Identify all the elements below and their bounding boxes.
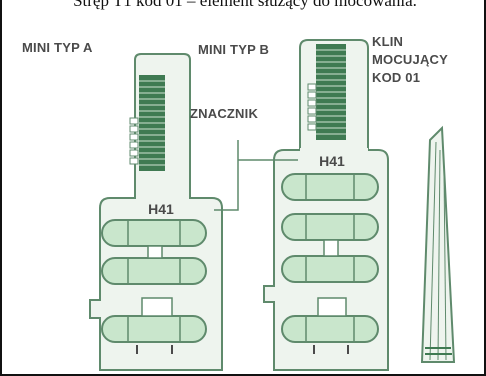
mini-a-pad-3 <box>101 315 207 343</box>
figure-caption: Stręp T1 kod 01 – element służący do moc… <box>73 0 417 10</box>
label-klin-line-1: KLIN <box>372 34 404 49</box>
label-mini-typ-a: MINI TYP A <box>22 40 93 55</box>
klin-mocujacy-wedge <box>420 125 456 363</box>
mini-typ-b-part: H41 <box>263 39 389 371</box>
label-znacznik: ZNACZNIK <box>190 106 259 121</box>
label-mini-typ-b: MINI TYP B <box>198 42 270 57</box>
mini-typ-a-part: H41 <box>89 53 223 371</box>
mini-b-pad-1 <box>281 173 379 201</box>
label-klin-line-2: MOCUJĄCY <box>372 52 448 67</box>
mini-a-code: H41 <box>148 201 174 217</box>
label-klin-line-3: KOD 01 <box>372 70 421 85</box>
mini-a-pad-1 <box>101 219 207 247</box>
mini-b-pad-3 <box>281 255 379 283</box>
mini-a-pad-2 <box>101 257 207 285</box>
mini-b-pad-2 <box>281 213 379 241</box>
mini-b-code: H41 <box>319 153 345 169</box>
mini-b-pad-4 <box>281 315 379 343</box>
znacznik-leader <box>214 140 298 211</box>
